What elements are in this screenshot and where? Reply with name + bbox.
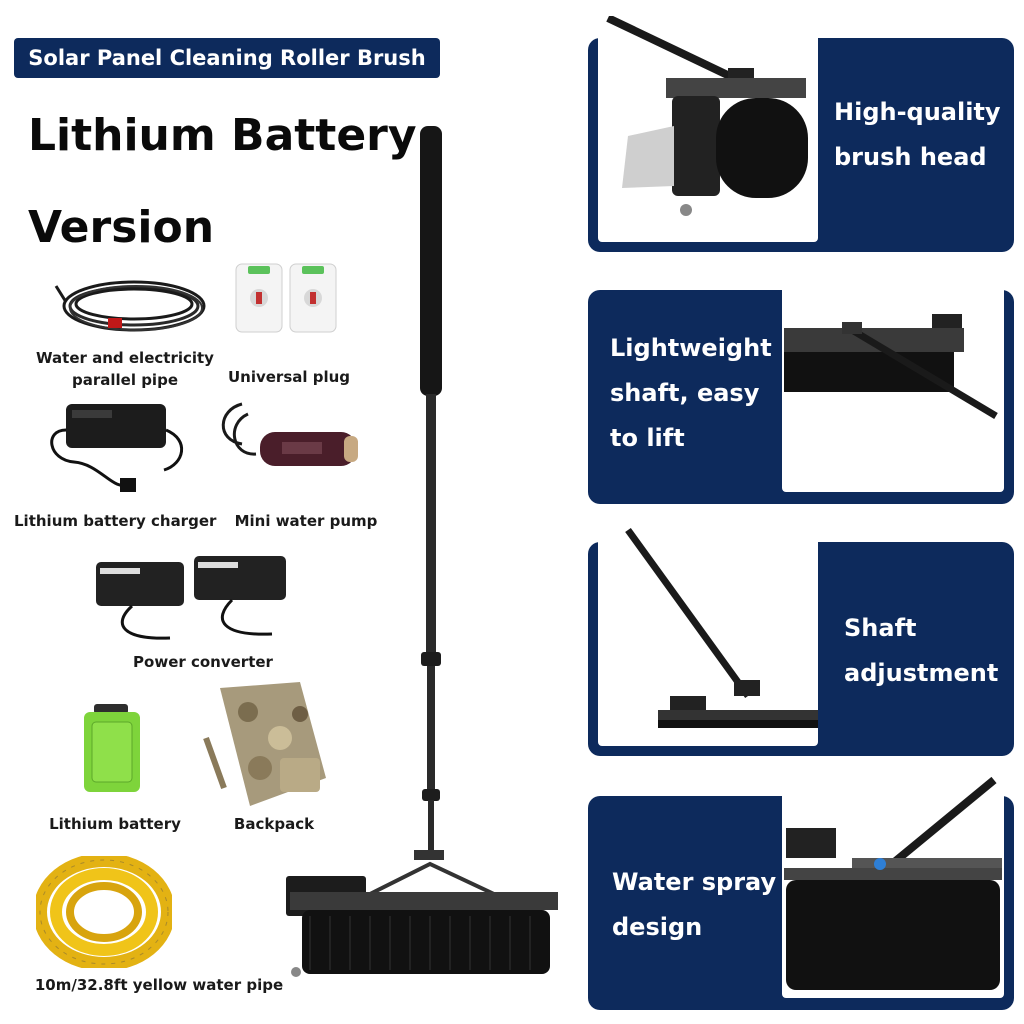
brush-head-image [606,16,808,216]
pipe-label-line-2: parallel pipe [72,371,178,389]
hose-label: 10m/32.8ft yellow water pipe [34,976,284,994]
battery-label: Lithium battery [49,815,181,833]
water-spray-caption-line-1: Water spray [612,868,777,896]
feature-panel-water-spray: Water spray design [588,774,1014,1010]
lightweight-shaft-image [784,314,998,420]
shaft-adjustment-caption-line-1: Shaft [844,614,917,642]
headline-line-1: Lithium Battery [28,110,417,161]
power-converter-icon [96,556,286,640]
universal-plug-icon [235,263,337,333]
backpack-label: Backpack [233,815,315,833]
water-spray-photo [782,774,1004,998]
charger-label: Lithium battery charger [14,512,217,530]
feature-panel-lightweight-shaft: Lightweight shaft, easy to lift [588,268,1014,504]
lightweight-shaft-photo [782,268,1004,492]
shaft-adjustment-photo [598,520,818,746]
lightweight-caption-line-2: shaft, easy [610,379,760,407]
pipe-label-line-1: Water and electricity [36,349,214,367]
water-spray-caption-line-2: design [612,913,703,941]
lightweight-caption: Lightweight shaft, easy to lift [610,326,772,461]
coiled-cable-icon [54,280,206,332]
headline-line-2: Version [28,202,215,253]
brush-head-caption: High-quality brush head [834,90,1001,180]
product-title-badge: Solar Panel Cleaning Roller Brush [14,38,440,78]
feature-panel-brush-head: High-quality brush head [588,16,1014,252]
roller-brush-product-image [286,126,558,977]
pump-label: Mini water pump [234,512,378,530]
brush-head-caption-line-2: brush head [834,143,987,171]
battery-charger-icon [50,404,184,492]
feature-panel-shaft-adjustment: Shaft adjustment [588,520,1014,756]
lightweight-caption-line-3: to lift [610,424,685,452]
brush-head-photo [598,16,818,242]
shaft-adjustment-caption-line-2: adjustment [844,659,999,687]
mini-pump-icon [221,402,358,466]
brush-head-caption-line-1: High-quality [834,98,1001,126]
shaft-adjustment-image [625,527,818,728]
pipe-label: Water and electricity parallel pipe [30,347,220,391]
converter-label: Power converter [133,653,273,671]
shaft-adjustment-caption: Shaft adjustment [844,606,998,696]
backpack-icon [203,682,326,806]
version-headline: Lithium Battery Version [28,112,417,252]
water-spray-caption: Water spray design [612,860,776,950]
lightweight-caption-line-1: Lightweight [610,334,772,362]
water-spray-image [784,776,1002,990]
plug-label: Universal plug [227,368,351,386]
lithium-battery-icon [84,704,140,792]
yellow-hose-icon [36,856,172,968]
